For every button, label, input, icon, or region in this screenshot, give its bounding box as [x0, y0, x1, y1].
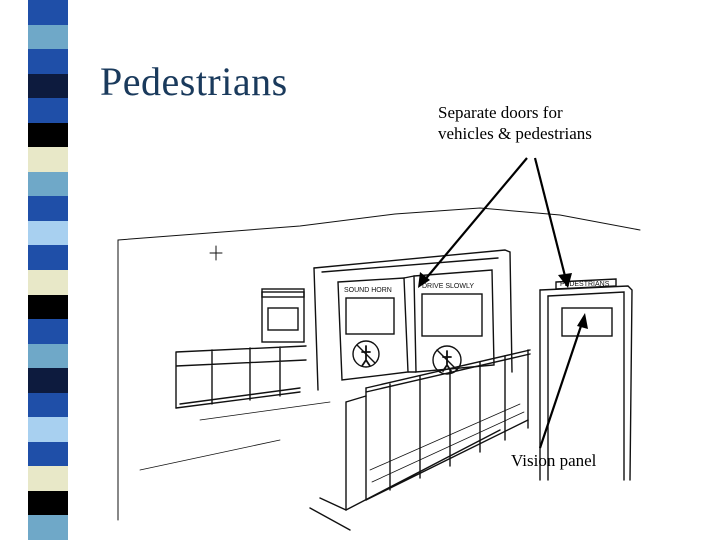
arrowhead-icon	[418, 272, 430, 288]
stripe-segment	[28, 147, 68, 172]
stripe-segment	[28, 466, 68, 491]
stripe-segment	[28, 171, 68, 197]
arrowhead-icon	[577, 313, 588, 329]
no-pedestrians-icon	[352, 340, 380, 368]
annotation-line-1: Separate doors for	[438, 103, 563, 122]
stripe-segment	[28, 220, 68, 246]
stripe-segment	[28, 196, 68, 221]
arrow-to-vehicle-door	[422, 157, 528, 283]
stripe-segment	[28, 122, 68, 148]
sign-left-door	[261, 288, 305, 298]
stripe-segment	[28, 24, 68, 50]
stripe-segment	[28, 343, 68, 369]
stripe-segment	[28, 368, 68, 393]
stripe-segment	[28, 441, 68, 467]
stripe-segment	[28, 0, 68, 25]
stripe-segment	[28, 49, 68, 74]
vision-panel	[561, 307, 613, 337]
stripe-segment	[28, 319, 68, 344]
stripe-segment	[28, 490, 68, 516]
sign-sound-horn: SOUND HORN	[344, 287, 392, 294]
sign-drive-slowly: DRIVE SLOWLY	[422, 283, 474, 290]
stripe-segment	[28, 270, 68, 295]
sign-pedestrians: PEDESTRIANS	[560, 281, 610, 288]
slide-title: Pedestrians	[100, 59, 288, 104]
arrow-to-pedestrian-door	[533, 157, 568, 281]
vision-panel-label: Vision panel	[511, 451, 597, 470]
stripe-segment	[28, 392, 68, 418]
stripe-segment	[28, 515, 68, 540]
stripe-segment	[28, 98, 68, 123]
decorative-stripe	[28, 0, 68, 540]
stripe-segment	[28, 245, 68, 271]
stripe-segment	[28, 73, 68, 99]
arrow-to-vision-panel	[538, 319, 585, 449]
door-annotation: Separate doors for vehicles & pedestrian…	[438, 102, 678, 144]
no-pedestrians-icon	[432, 345, 462, 375]
arrowhead-icon	[558, 273, 572, 288]
stripe-segment	[28, 417, 68, 442]
annotation-line-2: vehicles & pedestrians	[438, 124, 592, 143]
stripe-segment	[28, 294, 68, 320]
